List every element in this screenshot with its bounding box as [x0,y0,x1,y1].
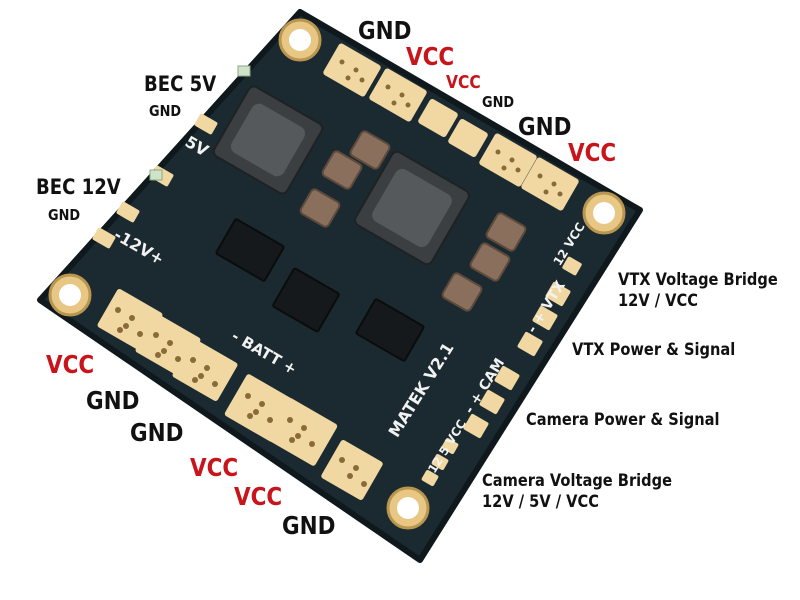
label-bec-5v: BEC 5V [144,72,217,96]
left-bottom-pad-holes [115,307,367,487]
label-bec-12v-gnd: GND [48,206,81,224]
inductors [212,85,470,266]
label-vtx-voltage-bridge: VTX Voltage Bridge 12V / VCC [618,270,778,312]
label-left-gnd-2: GND [130,418,184,447]
label-left-vcc: VCC [46,350,95,379]
label-camera-voltage-bridge-line1: Camera Voltage Bridge [482,471,673,491]
mounting-holes [48,18,626,530]
label-top-gnd: GND [358,16,412,45]
led-indicator-12v [149,169,163,181]
label-bec-12v: BEC 12V [36,175,121,199]
label-camera-voltage-bridge: Camera Voltage Bridge 12V / 5V / VCC [482,471,672,513]
label-top-vcc-2: VCC [446,72,481,93]
label-bottom-gnd: GND [282,511,336,540]
label-top-vcc-1: VCC [406,42,455,71]
label-vtx-voltage-bridge-line1: VTX Voltage Bridge [618,270,778,290]
label-vtx-voltage-bridge-line2: 12V / VCC [618,291,698,311]
label-left-gnd-1: GND [86,386,140,415]
label-bottom-vcc-2: VCC [234,482,283,511]
label-top-gnd-small: GND [482,93,515,111]
label-camera-voltage-bridge-line2: 12V / 5V / VCC [482,492,599,512]
label-bottom-vcc-1: VCC [190,453,239,482]
label-right-gnd: GND [518,112,572,141]
label-bec-5v-gnd: GND [149,102,182,120]
label-right-vcc: VCC [568,138,617,167]
top-solder-pads [323,43,579,211]
ic-chips [215,218,425,362]
label-vtx-power-signal: VTX Power & Signal [572,340,736,360]
bottom-solder-pads [224,374,383,500]
label-camera-power-signal: Camera Power & Signal [526,410,720,430]
capacitors [299,130,527,312]
led-indicator-5v [237,65,251,77]
right-side-pads [421,256,582,486]
top-pad-holes [339,59,563,197]
